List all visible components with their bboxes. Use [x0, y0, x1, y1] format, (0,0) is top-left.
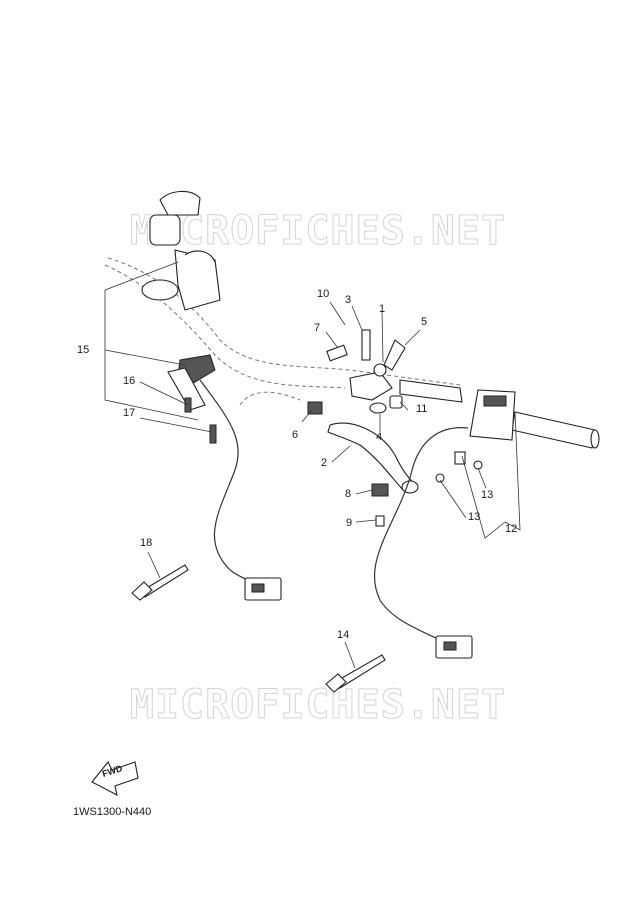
callout-4: 4 — [376, 431, 383, 443]
callout-18: 18 — [140, 537, 153, 549]
callout-6: 6 — [292, 429, 299, 441]
callout-3: 3 — [345, 294, 352, 306]
cable-dashed — [239, 391, 301, 406]
callout-5: 5 — [421, 316, 428, 328]
callout-1: 1 — [379, 303, 386, 315]
brake-lever — [327, 422, 416, 493]
right-switch-cable — [374, 427, 469, 641]
left-switch-cable — [199, 379, 259, 586]
callout-16: 16 — [123, 375, 136, 387]
diagram-code: 1WS1300-N440 — [73, 806, 152, 818]
right-switch-assembly — [435, 389, 516, 483]
callout-11: 11 — [416, 403, 428, 415]
handlebar-outline-top — [107, 257, 461, 386]
callout-17: 17 — [123, 407, 136, 419]
leader-lines — [104, 261, 521, 669]
watermark-bottom: MICROFICHES.NET — [129, 682, 507, 729]
callout-9: 9 — [346, 517, 353, 529]
cable-tie-14 — [325, 654, 386, 693]
fwd-arrow — [91, 760, 139, 797]
callout-2: 2 — [321, 457, 328, 469]
callout-13-upper: 13 — [481, 489, 494, 501]
callout-15: 15 — [77, 344, 90, 356]
left-coupler — [244, 577, 282, 601]
callout-8: 8 — [345, 488, 352, 500]
cable-tie-18 — [131, 564, 189, 601]
callout-10: 10 — [317, 288, 330, 300]
callout-12: 12 — [505, 523, 518, 535]
callout-13-lower: 13 — [468, 511, 481, 523]
right-coupler — [435, 635, 473, 659]
brake-holder-assembly — [307, 329, 419, 527]
handlebar-outline-bottom — [104, 264, 346, 389]
callout-14: 14 — [337, 629, 350, 641]
callout-7: 7 — [314, 322, 321, 334]
left-switch-assembly — [141, 190, 221, 311]
